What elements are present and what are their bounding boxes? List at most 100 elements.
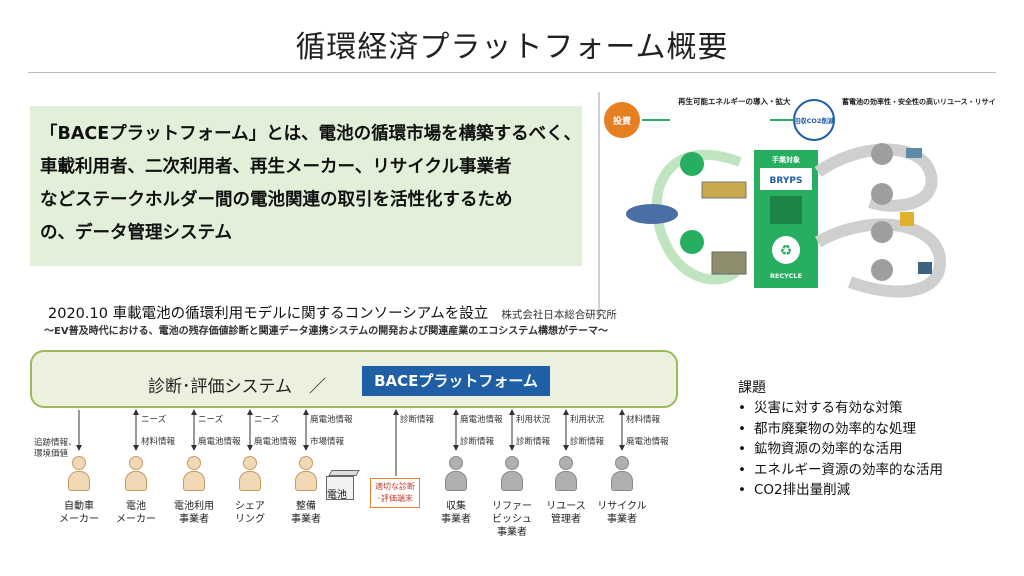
diagnosis-terminal: 適切な診断 ･評価端末 [370,478,420,508]
label-diagnosis-info: 診断情報 [516,437,551,447]
label-needs: ニーズ [198,415,224,425]
platform-bar [30,350,678,408]
storage-image [918,262,932,274]
intro-line: 車載利用者、二次利用者、再生メーカー、リサイクル事業者 [40,157,512,177]
person-icon [610,456,634,494]
actor-label-line: リング [235,514,265,525]
battery-bars [770,196,802,224]
intro-line: 「BACEプラットフォーム」とは、電池の循環市場を構築するべく、 [40,124,582,144]
battery-label: 電池 [327,490,347,501]
person-icon [500,456,524,494]
issue-item: 鉱物資源の効率的な活用 [738,439,943,460]
person-icon [554,456,578,494]
ecosystem-figure: 投資 再生可能エネルギーの導入・拡大 回収CO2削減 蓄電池の効率性・安全性の高… [598,92,996,320]
recycle-label: RECYCLE [770,272,802,280]
terminal-label-line: ･評価端末 [377,494,413,503]
label-material-info: 材料情報 [141,437,176,447]
label-scrap-battery-info: 廃電池情報 [254,437,297,447]
platform-label: 診断･評価システム ／ [148,377,326,397]
label-scrap-battery-info: 廃電池情報 [460,415,503,425]
actor-label-battery-user: 電池利用事業者 [169,500,219,526]
investment-circle [604,102,640,138]
issues-list: 災害に対する有効な対策 都市廃棄物の効率的な処理 鉱物資源の効率的な活用 エネル… [738,398,943,501]
label-diagnosis-info: 診断情報 [460,437,495,447]
car-image [626,204,678,224]
right-loop [815,218,947,298]
center-header: 手業対象 [772,155,800,164]
consortium-org: 株式会社日本総合研究所 [501,309,617,321]
actor-label-sharing: シェアリング [225,500,275,526]
battery-pack-image [701,181,747,199]
actor-label-line: 電池利用 [174,501,214,512]
actor-label-automaker: 自動車メーカー [54,500,104,526]
efficiency-text: 蓄電池の効率性・安全性の高いリユース・リサイクル [842,97,996,106]
ecosystem-diagram: 投資 再生可能エネルギーの導入・拡大 回収CO2削減 蓄電池の効率性・安全性の高… [604,96,996,298]
recycle-symbol: ♻ [780,243,793,259]
node-circle [871,143,893,165]
actor-label-line: 事業者 [179,514,209,525]
label-scrap-battery-info: 廃電池情報 [198,437,241,447]
issue-item: CO2排出量削減 [738,480,943,501]
brand-label: BRYPS [770,176,803,186]
label-scrap-battery-info: 廃電池情報 [626,437,669,447]
label-scrap-battery-info: 廃電池情報 [310,415,353,425]
intro-box: 「BACEプラットフォーム」とは、電池の循環市場を構築するべく、 車載利用者、二… [30,106,582,266]
actor-label-line: 事業者 [607,514,637,525]
actor-label-line: 事業者 [291,514,321,525]
battery-pack-image [711,251,747,275]
label-market-info: 市場情報 [310,437,345,447]
consortium-heading: 2020.10 車載電池の循環利用モデルに関するコンソーシアムを設立 株式会社日… [48,302,617,323]
actor-label-line: リユース [546,501,586,512]
consortium-text: 2020.10 車載電池の循環利用モデルに関するコンソーシアムを設立 [48,306,489,322]
actor-label-line: 事業者 [441,514,471,525]
node-circle [871,259,893,281]
actor-label-line: メーカー [116,514,156,525]
actor-label-collection: 収集事業者 [431,500,481,526]
issue-item: 災害に対する有効な対策 [738,398,943,419]
issue-item: エネルギー資源の効率的な活用 [738,460,943,481]
node-circle [871,221,893,243]
vehicle-image [906,148,922,158]
investment-label: 投資 [613,115,631,127]
page-title: 循環経済プラットフォーム概要 [295,30,729,65]
intro-line: などステークホルダー間の電池関連の取引を活性化するため [40,190,513,210]
person-icon [182,456,206,494]
recycle-icon [772,236,800,264]
label-diagnosis-info: 診断情報 [400,415,435,425]
label-diagnosis-info: 診断情報 [570,437,605,447]
actor-label-reuse: リユース管理者 [541,500,591,526]
actor-label-line: リサイクル [597,501,647,512]
terminal-label-line: 適切な診断 [375,482,415,491]
label-tracking: 追跡情報、 [34,438,77,448]
person-icon [124,456,148,494]
issue-item: 都市廃棄物の効率的な処理 [738,419,943,440]
actor-label-recycle: リサイクル事業者 [594,500,650,526]
node-circle [680,230,704,254]
label-usage-status: 利用状況 [516,415,551,425]
bace-platform-badge: BACEプラットフォーム [362,366,550,396]
title-divider [28,72,996,73]
issues-title: 課題 [738,380,766,396]
connector-lines [76,409,625,476]
actor-label-line: 収集 [446,501,466,512]
actor-label-line: 自動車 [64,501,94,512]
consortium-subtitle: ～EV普及時代における、電池の残存価値診断と関連データ連携システムの開発および関… [44,326,608,337]
actor-label-line: ビッシュ [492,514,532,525]
person-icon [444,456,468,494]
actor-label-line: シェア [235,501,265,512]
person-icon [67,456,91,494]
person-icon [238,456,262,494]
actor-label-refurbish: リファービッシュ事業者 [487,500,537,539]
actor-label-line: メーカー [59,514,99,525]
label-needs: ニーズ [254,415,280,425]
label-needs: ニーズ [141,415,167,425]
node-circle [680,152,704,176]
right-loop [814,143,938,212]
brand-box [760,168,812,190]
node-circle [871,183,893,205]
label-environment: 環境価値 [34,449,69,459]
label-usage-status: 利用状況 [570,415,605,425]
renewable-text: 再生可能エネルギーの導入・拡大 [678,96,791,106]
actor-label-line: 事業者 [497,527,527,538]
actor-label-line: リファー [492,501,532,512]
